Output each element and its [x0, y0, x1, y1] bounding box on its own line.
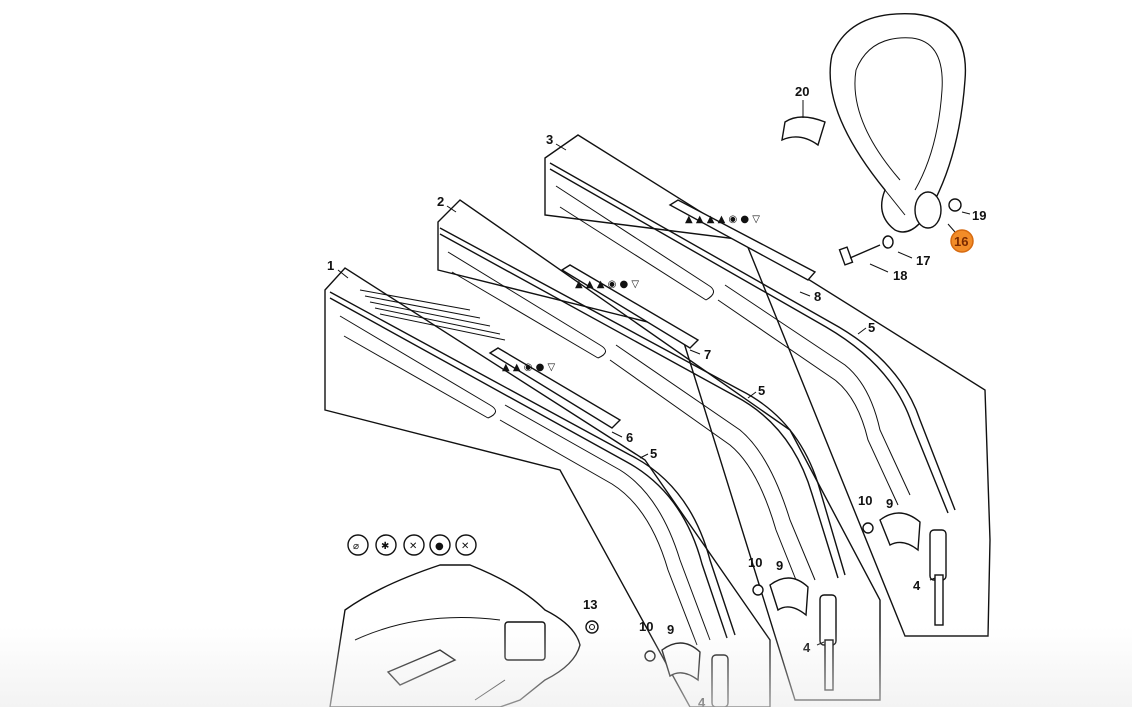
callout-5[interactable]: 5: [758, 383, 765, 398]
callout-20[interactable]: 20: [795, 84, 809, 99]
svg-text:▲ ▲ ▲ ▲ ◉ ● ▽: ▲ ▲ ▲ ▲ ◉ ● ▽: [685, 214, 760, 225]
callout-6[interactable]: 6: [626, 430, 633, 445]
callout-13[interactable]: 13: [583, 597, 597, 612]
svg-text:▲ ▲ ▲ ◉ ● ▽: ▲ ▲ ▲ ◉ ● ▽: [575, 279, 639, 290]
callout-9[interactable]: 9: [667, 622, 674, 637]
screw-18-washer-17-nut-19: [838, 198, 962, 266]
callout-17[interactable]: 17: [916, 253, 930, 268]
callout-16-highlighted[interactable]: 16: [950, 229, 974, 253]
cutting-tool-icons: ⌀ ✱ ✕ ● ✕: [347, 534, 477, 556]
callout-16[interactable]: 16: [954, 234, 968, 249]
grip-texture: [359, 289, 506, 341]
sticker-7: ▲ ▲ ▲ ◉ ● ▽: [560, 264, 700, 349]
loop-handle: [829, 12, 967, 233]
callout-10[interactable]: 10: [858, 493, 872, 508]
svg-text:✕: ✕: [409, 541, 417, 552]
callout-4[interactable]: 4: [913, 578, 921, 593]
svg-text:▲ ▲ ◉ ● ▽: ▲ ▲ ◉ ● ▽: [502, 362, 556, 373]
deflector-guard: [329, 564, 581, 707]
callout-10[interactable]: 10: [639, 619, 653, 634]
sticker-6: ▲ ▲ ◉ ● ▽: [488, 347, 622, 429]
callout-5[interactable]: 5: [868, 320, 875, 335]
callout-9[interactable]: 9: [886, 496, 893, 511]
svg-text:✕: ✕: [461, 541, 469, 552]
svg-text:✱: ✱: [381, 541, 389, 552]
callout-labels: 1 2 3 6 7 8 5 5 5 10 9 10 9 10 9 4 4 4 1…: [327, 84, 986, 707]
nut-13: [585, 620, 599, 634]
callout-5[interactable]: 5: [650, 446, 657, 461]
callout-19[interactable]: 19: [972, 208, 986, 223]
svg-text:⌀: ⌀: [353, 541, 359, 552]
callout-8[interactable]: 8: [814, 289, 821, 304]
svg-text:●: ●: [435, 541, 444, 552]
callout-2[interactable]: 2: [437, 194, 444, 209]
callout-1[interactable]: 1: [327, 258, 334, 273]
callout-4[interactable]: 4: [803, 640, 811, 655]
leader-lines: [337, 100, 971, 646]
callout-7[interactable]: 7: [704, 347, 711, 362]
callout-9[interactable]: 9: [776, 558, 783, 573]
shaft-assembly-3: ▲ ▲ ▲ ▲ ◉ ● ▽: [544, 134, 991, 637]
callout-10[interactable]: 10: [748, 555, 762, 570]
sticker-8: ▲ ▲ ▲ ▲ ◉ ● ▽: [668, 199, 817, 281]
sleeve-20: [781, 116, 826, 147]
callout-18[interactable]: 18: [893, 268, 907, 283]
callout-3[interactable]: 3: [546, 132, 553, 147]
callout-4[interactable]: 4: [698, 695, 706, 707]
